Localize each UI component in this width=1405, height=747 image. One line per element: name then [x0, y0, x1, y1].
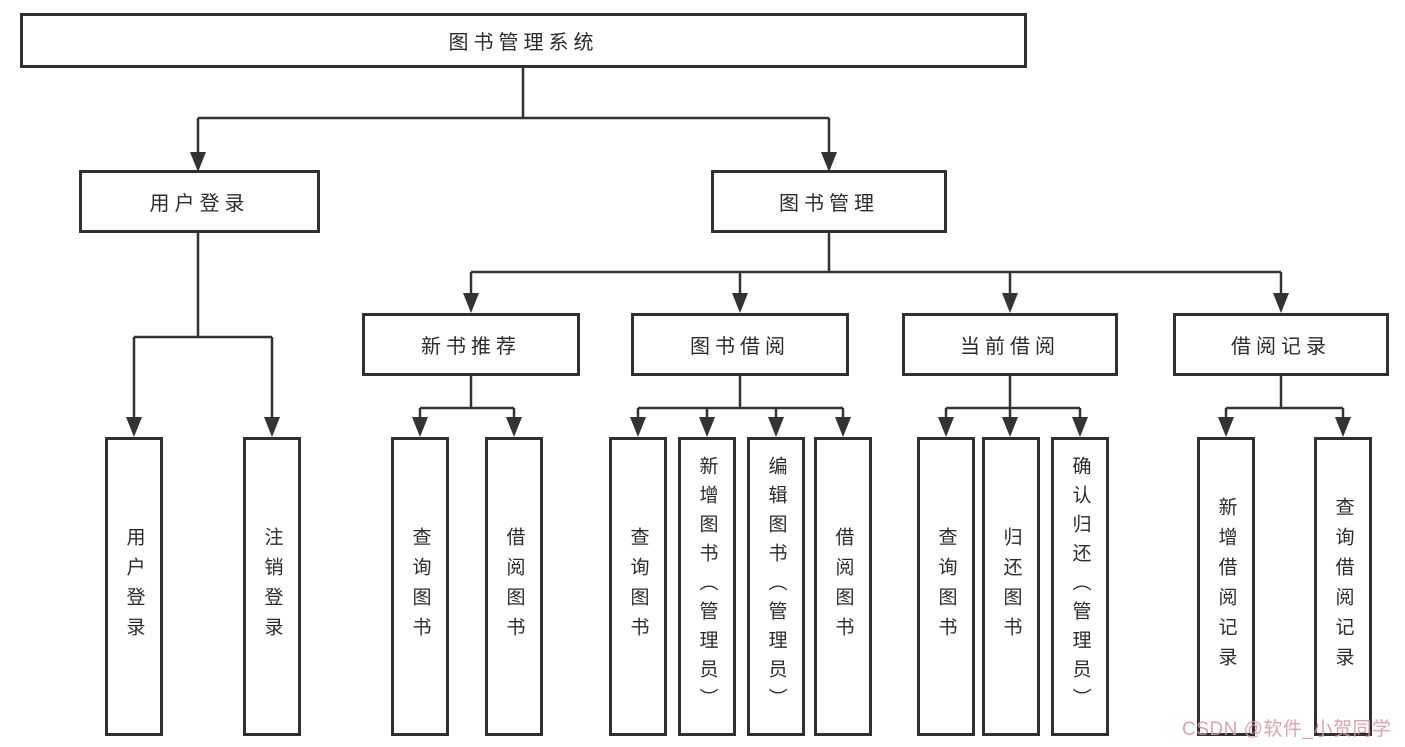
csdn-watermark: CSDN @软件_小贺同学 [1182, 719, 1392, 740]
leaf-query-books-borrowing: 查询图书 [609, 437, 667, 736]
leaf-query-books-current: 查询图书 [917, 437, 975, 736]
leaf-borrow-books-recommend: 借阅图书 [485, 437, 543, 736]
leaf-user-login: 用户登录 [105, 437, 163, 736]
node-borrow-records: 借阅记录 [1173, 313, 1389, 376]
leaf-logout-login: 注销登录 [243, 437, 301, 736]
node-current-borrowing: 当前借阅 [902, 313, 1118, 376]
leaf-confirm-return-admin: 确认归还（管理员） [1051, 437, 1109, 736]
leaf-add-borrow-record: 新增借阅记录 [1197, 437, 1255, 736]
node-book-management-system: 图书管理系统 [20, 13, 1027, 68]
leaf-add-book-admin: 新增图书（管理员） [678, 437, 736, 736]
leaf-query-books-recommend: 查询图书 [391, 437, 449, 736]
node-book-management: 图书管理 [711, 170, 947, 233]
leaf-return-book: 归还图书 [982, 437, 1040, 736]
node-user-login: 用户登录 [79, 170, 320, 233]
connector-lines [132, 68, 1345, 433]
leaf-edit-book-admin: 编辑图书（管理员） [747, 437, 805, 736]
arrowhead-icons [126, 152, 1351, 437]
leaf-borrow-books-borrowing: 借阅图书 [814, 437, 872, 736]
node-book-borrowing: 图书借阅 [631, 313, 849, 376]
leaf-query-borrow-record: 查询借阅记录 [1314, 437, 1372, 736]
node-new-book-recommend: 新书推荐 [362, 313, 580, 376]
